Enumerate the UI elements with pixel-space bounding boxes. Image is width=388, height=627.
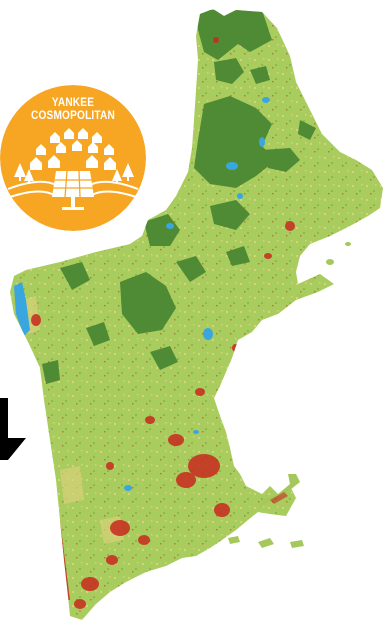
maine-islands (297, 242, 351, 298)
fields-icon (7, 180, 139, 198)
logo-title-line-1: YANKEE (51, 97, 95, 109)
houses-icon (30, 128, 116, 170)
solar-panel-icon (52, 171, 94, 210)
urban-areas (31, 37, 295, 609)
forest-patches (42, 10, 316, 384)
logo-title-line-2: COSMOPOLITAN (30, 110, 116, 122)
yankee-cosmopolitan-logo: YANKEE COSMOPOLITAN (0, 85, 146, 231)
cape-cod (228, 474, 304, 548)
trees-icon (14, 163, 134, 184)
down-arrow-icon (0, 398, 28, 462)
water-bodies (14, 97, 270, 491)
